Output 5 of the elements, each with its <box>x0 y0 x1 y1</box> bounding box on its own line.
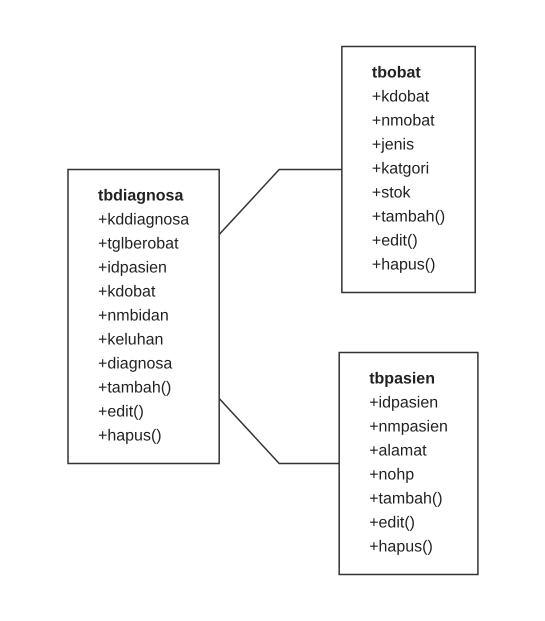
node-box: tbpasien +idpasien +nmpasien +alamat +nohp +tambah() +edit() +hapus() <box>338 352 478 576</box>
connector <box>218 168 342 236</box>
connector <box>218 398 339 464</box>
node-box: tbobat +kdobat +nmobat +jenis +katgori +stok +tambah() +edit() +hapus() <box>340 46 476 294</box>
node-box: tbdiagnosa +kddiagnosa +tglberobat +idpasien +kdobat +nmbidan +keluhan +diagnosa +tambah() +edit() +hapus() <box>66 168 220 464</box>
